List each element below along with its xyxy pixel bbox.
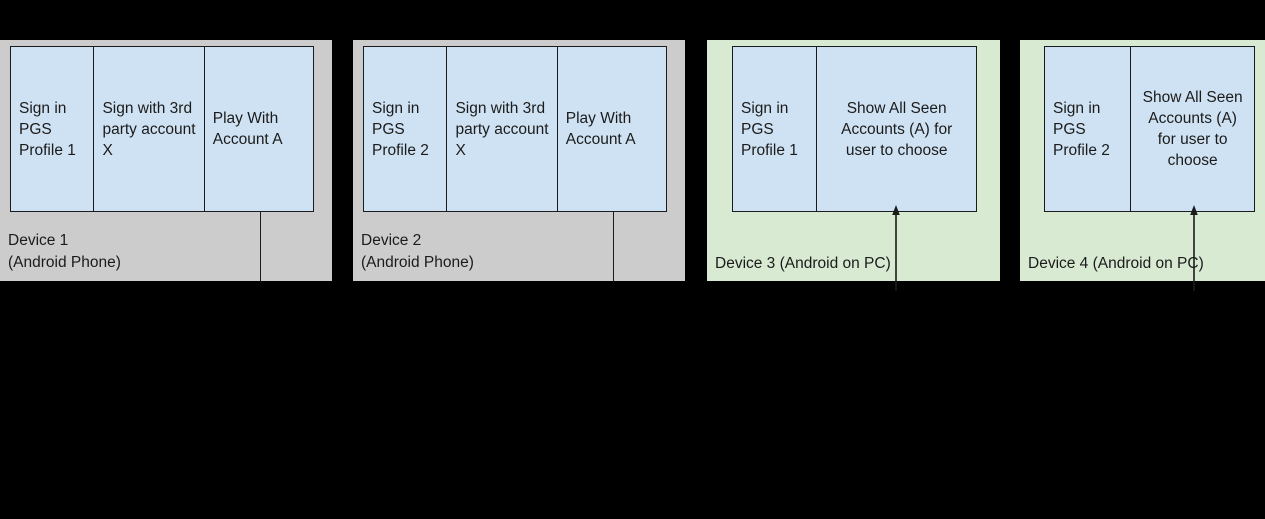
device-panel-2[interactable]: Sign in PGS Profile 2 Sign with 3rd part… [353,40,685,281]
device-panel-1[interactable]: Sign in PGS Profile 1 Sign with 3rd part… [0,40,332,281]
step-row-1: Sign in PGS Profile 1 Sign with 3rd part… [10,46,314,212]
step-box-sign-in-pgs-profile-2[interactable]: Sign in PGS Profile 2 [1045,47,1132,211]
device-panel-3[interactable]: Sign in PGS Profile 1 Show All Seen Acco… [707,40,1000,281]
step-box-sign-with-3rd-party-account-x[interactable]: Sign with 3rd party account X [94,47,205,211]
step-box-sign-in-pgs-profile-1[interactable]: Sign in PGS Profile 1 [11,47,95,211]
step-box-show-all-seen-accounts[interactable]: Show All Seen Accounts (A) for user to c… [1142,89,1243,169]
device-label-4: Device 4 (Android on PC) [1028,255,1204,272]
step-row-3: Sign in PGS Profile 1 Show All Seen Acco… [732,46,977,212]
device-label-3: Device 3 (Android on PC) [715,255,891,272]
step-box-sign-in-pgs-profile-2[interactable]: Sign in PGS Profile 2 [364,47,448,211]
device-label-1: Device 1 (Android Phone) [8,232,121,271]
step-box-sign-in-pgs-profile-1[interactable]: Sign in PGS Profile 1 [733,47,818,211]
device-panel-4[interactable]: Sign in PGS Profile 2 Show All Seen Acco… [1020,40,1265,281]
panel-divider-line-2 [613,212,614,281]
step-box-play-with-account-a[interactable]: Play With Account A [212,110,283,148]
step-box-play-with-account-a[interactable]: Play With Account A [565,110,636,148]
device-label-2: Device 2 (Android Phone) [361,232,474,271]
step-box-show-all-seen-accounts[interactable]: Show All Seen Accounts (A) for user to c… [841,99,953,159]
panel-divider-line-1 [260,212,261,281]
step-box-sign-with-3rd-party-account-x[interactable]: Sign with 3rd party account X [447,47,558,211]
step-row-2: Sign in PGS Profile 2 Sign with 3rd part… [363,46,667,212]
step-row-4: Sign in PGS Profile 2 Show All Seen Acco… [1044,46,1255,212]
